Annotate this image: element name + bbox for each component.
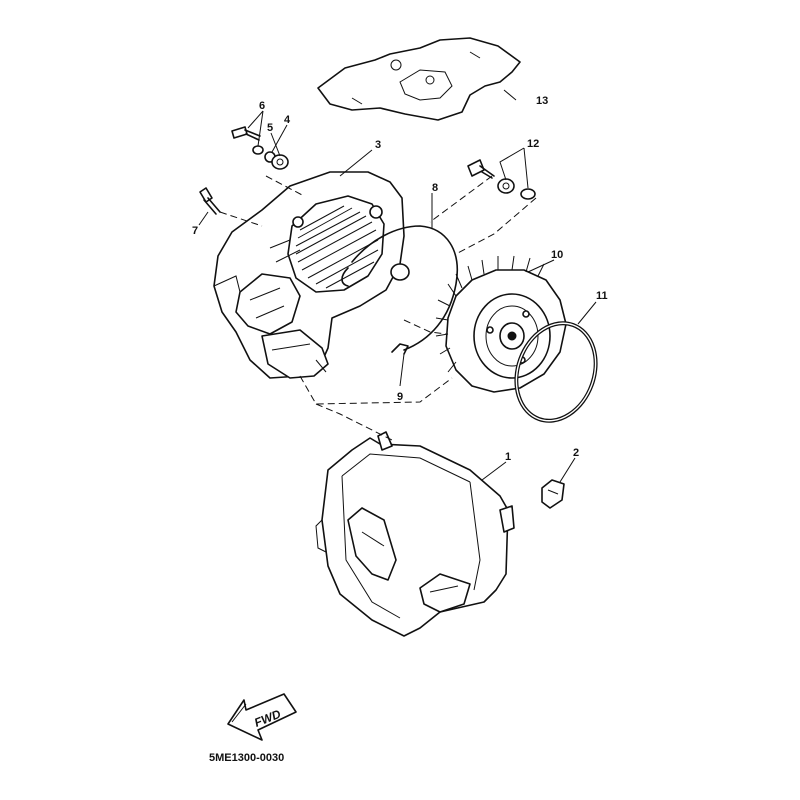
part-5-grommet	[271, 154, 289, 170]
part-3-shroud	[213, 171, 410, 379]
drawing-code: 5ME1300-0030	[209, 752, 284, 764]
callout-9: 9	[397, 391, 403, 403]
part-9-clip	[391, 343, 409, 355]
part-6-bolt	[231, 126, 261, 141]
fwd-arrow-icon: FWD	[227, 693, 297, 741]
callouts: 6 4 5 3 7 8 12 13 10 11 9 1 2	[192, 95, 608, 463]
callout-1: 1	[505, 451, 511, 463]
leader-lines	[198, 89, 597, 483]
callout-10: 10	[551, 249, 563, 261]
grille-slats	[295, 205, 379, 289]
callout-11: 11	[596, 290, 608, 302]
part-8-wire	[341, 225, 458, 351]
callout-5: 5	[267, 122, 273, 134]
fan-fins	[435, 255, 545, 373]
callout-4: 4	[284, 114, 291, 126]
callout-3: 3	[375, 139, 381, 151]
part-13-plate	[317, 37, 521, 121]
assembly-lines	[219, 175, 537, 441]
part-12-collar	[497, 178, 515, 194]
part-12-washer	[520, 188, 536, 200]
callout-2: 2	[573, 447, 579, 459]
part-7-bolt	[199, 187, 221, 215]
part-1-lower-shroud	[315, 431, 515, 637]
callout-6: 6	[259, 100, 265, 112]
part-11-o-ring	[514, 321, 598, 423]
part-6-washer	[252, 145, 264, 155]
callout-8: 8	[432, 182, 438, 194]
part-12-bolt	[467, 159, 495, 179]
callout-7: 7	[192, 225, 198, 237]
callout-12: 12	[527, 138, 539, 150]
part-2-clip	[541, 479, 565, 509]
callout-13: 13	[536, 95, 548, 107]
part-10-fan	[435, 255, 567, 393]
